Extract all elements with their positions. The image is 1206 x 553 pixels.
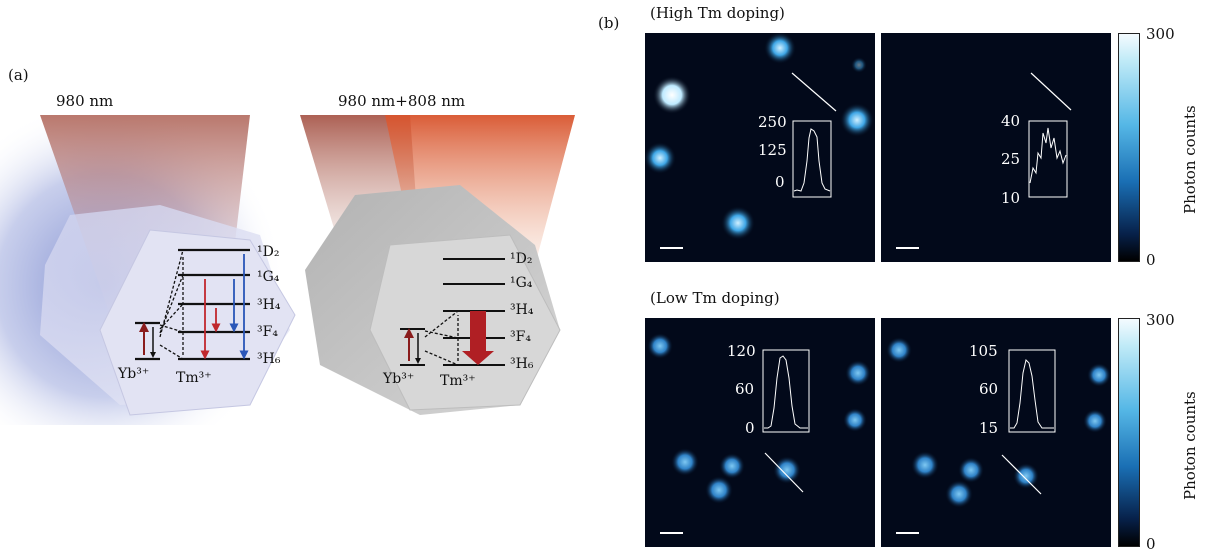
inset-4-tick-mid: 60 <box>979 380 999 398</box>
tm-label-right: Tm³⁺ <box>440 373 476 389</box>
tm-label-left: Tm³⁺ <box>176 370 212 386</box>
spots-high-980 <box>645 33 874 249</box>
colorbar-high <box>1118 33 1140 262</box>
level-label-3F4-left: ³F₄ <box>257 324 278 340</box>
right-title: 980 nm+808 nm <box>338 92 466 110</box>
colorbar-high-max: 300 <box>1146 25 1175 43</box>
spots-high-980-808 <box>896 72 1072 249</box>
image-low-980: 120 60 0 <box>645 318 875 547</box>
level-label-1D2-left: ¹D₂ <box>257 244 280 260</box>
spots-low-980 <box>647 333 871 534</box>
inset-1-tick-mid: 125 <box>758 141 787 159</box>
level-label-3H4-left: ³H₄ <box>257 297 281 313</box>
inset-3-tick-mid: 60 <box>735 380 755 398</box>
inset-4-tick-bottom: 15 <box>979 419 999 437</box>
high-doping-title: (High Tm doping) <box>650 4 785 22</box>
inset-4-tick-top: 105 <box>969 342 998 360</box>
colorbar-high-min: 0 <box>1146 251 1156 269</box>
yb-label-right: Yb³⁺ <box>383 371 415 387</box>
colorbar-low-min: 0 <box>1146 535 1156 553</box>
inset-3-tick-bottom: 0 <box>745 419 755 437</box>
image-high-980: 250 125 0 <box>645 33 875 262</box>
illustration-scene <box>0 115 575 425</box>
right-energy-levels <box>400 258 505 366</box>
yb-label-left: Yb³⁺ <box>118 366 150 382</box>
level-label-1G4-right: ¹G₄ <box>510 275 533 291</box>
image-low-980-808: 105 60 15 <box>881 318 1111 547</box>
low-doping-title: (Low Tm doping) <box>650 289 780 307</box>
panel-a-label: (a) <box>8 66 29 84</box>
level-label-3H4-right: ³H₄ <box>510 302 534 318</box>
colorbar-low-max: 300 <box>1146 311 1175 329</box>
panel-b-label: (b) <box>598 14 620 32</box>
left-title: 980 nm <box>56 92 114 110</box>
image-high-980-808: 40 25 10 <box>881 33 1111 262</box>
level-label-3F4-right: ³F₄ <box>510 329 531 345</box>
colorbar-low <box>1118 318 1140 547</box>
inset-2-tick-bottom: 10 <box>1001 189 1021 207</box>
inset-1-tick-top: 250 <box>758 113 787 131</box>
inset-2-tick-top: 40 <box>1001 112 1021 130</box>
inset-3-tick-top: 120 <box>727 342 756 360</box>
level-label-1D2-right: ¹D₂ <box>510 251 533 267</box>
level-label-1G4-left: ¹G₄ <box>257 269 280 285</box>
inset-2-tick-mid: 25 <box>1001 150 1021 168</box>
colorbar-low-label: Photon counts <box>1181 391 1199 500</box>
level-label-3H6-left: ³H₆ <box>257 351 281 367</box>
spots-low-980-808 <box>886 337 1111 534</box>
level-label-3H6-right: ³H₆ <box>510 356 534 372</box>
left-energy-levels <box>135 248 250 361</box>
inset-1-tick-bottom: 0 <box>775 173 785 191</box>
colorbar-high-label: Photon counts <box>1181 105 1199 214</box>
